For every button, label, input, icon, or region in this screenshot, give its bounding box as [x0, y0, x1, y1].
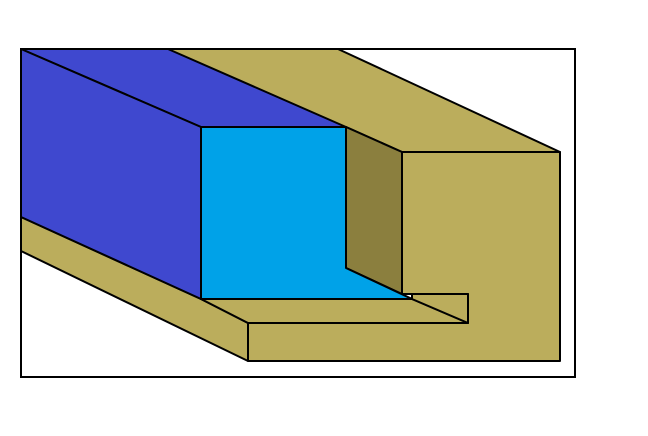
khaki-inner-wall	[345, 126, 403, 295]
blue-body-side-face	[20, 48, 202, 300]
